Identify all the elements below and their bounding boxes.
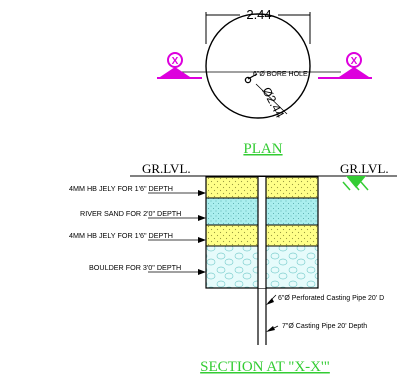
casing-pipe-label: 7"Ø Casting Pipe 20' Depth [266, 323, 367, 332]
section-marker-right: X [318, 52, 372, 79]
layer-label-4: BOULDER FOR 3'0" DEPTH [89, 263, 206, 275]
section-marker-left: X [157, 52, 202, 79]
svg-text:RIVER SAND FOR 2'0" DEPTH: RIVER SAND FOR 2'0" DEPTH [80, 209, 181, 218]
layer-label-2: RIVER SAND FOR 2'0" DEPTH [80, 209, 206, 221]
ground-level-left: GR.LVL. [142, 161, 191, 176]
plan-view: 2.44 6"Ø BORE HOLE Ø2.44 X X PLAN [157, 7, 372, 157]
perforated-pipe-label: 6"Ø Perforated Casting Pipe 20' D [266, 294, 384, 305]
bore-circle [205, 13, 311, 119]
svg-text:X: X [351, 56, 358, 67]
svg-text:BOULDER FOR 3'0" DEPTH: BOULDER FOR 3'0" DEPTH [89, 263, 181, 272]
casing-pipe [257, 177, 267, 345]
svg-text:4MM HB JELY FOR 1'6" DEPTH: 4MM HB JELY FOR 1'6" DEPTH [69, 184, 173, 193]
svg-text:7"Ø Casting Pipe 20' Depth: 7"Ø Casting Pipe 20' Depth [282, 323, 367, 330]
ground-symbol [342, 176, 369, 191]
plan-title: PLAN [243, 141, 282, 157]
diameter-label: Ø2.44 [259, 85, 287, 121]
layer-label-1: 4MM HB JELY FOR 1'6" DEPTH [69, 184, 206, 196]
section-view: GR.LVL. GR.LVL. [69, 161, 397, 375]
svg-text:6"Ø Perforated Casting Pipe 20: 6"Ø Perforated Casting Pipe 20' D [278, 295, 384, 302]
svg-text:X: X [172, 56, 179, 67]
layer-label-3: 4MM HB JELY FOR 1'6" DEPTH [69, 231, 206, 243]
svg-text:4MM HB JELY FOR 1'6" DEPTH: 4MM HB JELY FOR 1'6" DEPTH [69, 231, 173, 240]
ground-level-right: GR.LVL. [340, 161, 389, 176]
bore-hole-label: 6"Ø BORE HOLE [253, 71, 308, 78]
section-title: SECTION AT "X-X'" [200, 359, 330, 375]
bore-hole-mark [244, 76, 252, 84]
